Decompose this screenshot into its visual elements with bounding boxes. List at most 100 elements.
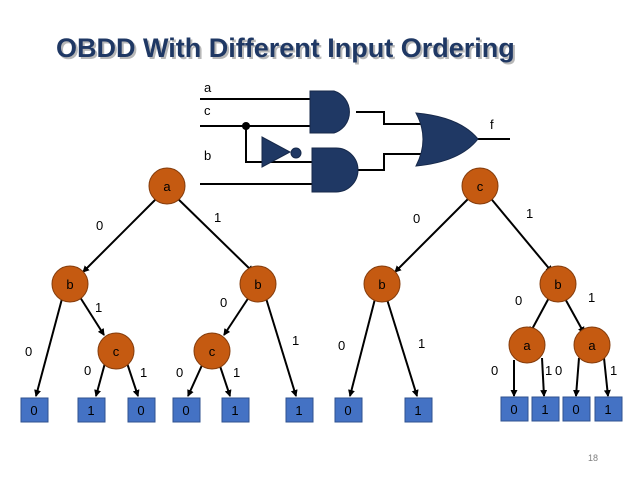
node-a-left-t2 xyxy=(508,326,546,364)
leaf-5 xyxy=(221,397,250,423)
edge-br-1 xyxy=(264,294,298,397)
circuit-output-f-label: f xyxy=(490,117,494,132)
wire-and1-out xyxy=(356,111,425,125)
edge-cl-0 xyxy=(94,362,106,397)
leaf-4 xyxy=(172,397,201,423)
edge-label-cr-1: 1 xyxy=(233,365,240,380)
leaf-1-label: 0 xyxy=(30,403,37,418)
leaf-t2-3 xyxy=(500,396,529,422)
node-b-right-t2 xyxy=(539,265,577,303)
title-shadow: OBDD With Different Input Ordering xyxy=(58,35,517,65)
edge-al-1 xyxy=(540,357,548,397)
leaf-3 xyxy=(127,397,156,423)
edge-label-br-1-t2: 1 xyxy=(588,290,595,305)
node-a-left-t2-label: a xyxy=(523,338,531,353)
edge-br-1-t2 xyxy=(562,294,585,334)
node-c-root-label: c xyxy=(477,179,484,194)
node-c-right xyxy=(193,332,231,370)
leaf-5-label: 1 xyxy=(231,403,238,418)
wire-c-branch xyxy=(245,126,312,163)
node-a-right-t2 xyxy=(573,326,611,364)
node-c-right-label: c xyxy=(209,344,216,359)
edge-label-c-1: 1 xyxy=(526,206,533,221)
edge-cr-0 xyxy=(187,362,204,397)
leaf-2 xyxy=(77,397,106,423)
edge-label-cl-1: 1 xyxy=(140,365,147,380)
edge-label-br-0: 0 xyxy=(220,295,227,310)
edge-label-al-1: 1 xyxy=(545,363,552,378)
leaf-t2-3-label: 0 xyxy=(510,402,517,417)
edge-a-1 xyxy=(173,194,254,273)
edge-c-0 xyxy=(394,194,473,273)
node-b-right-label: b xyxy=(254,277,261,292)
leaf-6-label: 1 xyxy=(295,403,302,418)
edge-bl-1-t2 xyxy=(385,295,419,397)
edge-ar-0 xyxy=(572,357,580,397)
obdd-tree-1: 0 1 0 1 0 1 0 1 0 1 a b b c c 0 1 0 0 1 … xyxy=(20,167,314,423)
edge-label-ar-1: 1 xyxy=(610,363,617,378)
page-title: OBDD With Different Input Ordering xyxy=(56,33,515,63)
circuit-input-c-label: c xyxy=(204,103,211,118)
logic-circuit: a c b f xyxy=(200,80,510,193)
circuit-input-a-label: a xyxy=(204,80,212,95)
edge-label-a-1: 1 xyxy=(214,210,221,225)
edge-label-cl-0: 0 xyxy=(84,363,91,378)
edge-label-ar-0: 0 xyxy=(555,363,562,378)
wire-and2-out xyxy=(358,153,425,171)
edge-cl-1 xyxy=(126,362,140,397)
node-a-root-label: a xyxy=(163,179,171,194)
edge-label-bl-1: 1 xyxy=(95,300,102,315)
leaf-t2-1-label: 0 xyxy=(344,403,351,418)
edge-label-br-1: 1 xyxy=(292,333,299,348)
edge-label-br-0-t2: 0 xyxy=(515,293,522,308)
edge-a-0 xyxy=(82,194,161,273)
leaf-t2-5-label: 0 xyxy=(572,402,579,417)
not-gate-bubble xyxy=(290,147,302,159)
node-a-right-t2-label: a xyxy=(588,338,596,353)
leaf-t2-2-label: 1 xyxy=(414,403,421,418)
edge-bl-0-t2 xyxy=(348,294,377,397)
and-gate-1 xyxy=(309,90,350,134)
edge-label-a-0: 0 xyxy=(96,218,103,233)
junction-dot xyxy=(242,122,250,130)
node-b-left-t2 xyxy=(363,265,401,303)
and-gate-2 xyxy=(311,147,359,193)
edge-label-bl-0-t2: 0 xyxy=(338,338,345,353)
edge-label-bl-1-t2: 1 xyxy=(418,336,425,351)
node-a-root xyxy=(148,167,186,205)
edge-bl-1 xyxy=(77,293,105,336)
leaf-t2-6 xyxy=(594,396,623,422)
or-gate xyxy=(415,112,479,167)
node-c-left-label: c xyxy=(113,344,120,359)
edge-c-1 xyxy=(487,194,553,273)
leaf-6 xyxy=(285,397,314,423)
node-b-left-t2-label: b xyxy=(378,277,385,292)
edge-bl-0 xyxy=(34,294,64,397)
not-gate xyxy=(261,136,292,168)
leaf-t2-6-label: 1 xyxy=(604,402,611,417)
node-b-left-label: b xyxy=(66,277,73,292)
node-c-root xyxy=(461,167,499,205)
edge-label-c-0: 0 xyxy=(413,211,420,226)
edge-br-0 xyxy=(223,293,252,336)
circuit-input-b-label: b xyxy=(204,148,211,163)
edge-br-0-t2 xyxy=(529,293,552,334)
node-b-right xyxy=(239,265,277,303)
edge-ar-1 xyxy=(603,357,611,397)
leaf-1 xyxy=(20,397,49,423)
obdd-tree-2: 0 1 0 1 0 1 0 1 0 1 c b b a a 0 1 0 1 0 … xyxy=(334,167,623,423)
leaf-t2-4 xyxy=(531,396,560,422)
edge-label-cr-0: 0 xyxy=(176,365,183,380)
leaf-3-label: 0 xyxy=(137,403,144,418)
edge-label-al-0: 0 xyxy=(491,363,498,378)
edge-label-bl-0: 0 xyxy=(25,344,32,359)
leaf-t2-2 xyxy=(404,397,433,423)
node-b-right-t2-label: b xyxy=(554,277,561,292)
page-number: 18 xyxy=(588,453,598,463)
leaf-t2-5 xyxy=(562,396,591,422)
node-c-left xyxy=(97,332,135,370)
leaf-4-label: 0 xyxy=(182,403,189,418)
leaf-2-label: 1 xyxy=(87,403,94,418)
leaf-t2-1 xyxy=(334,397,363,423)
